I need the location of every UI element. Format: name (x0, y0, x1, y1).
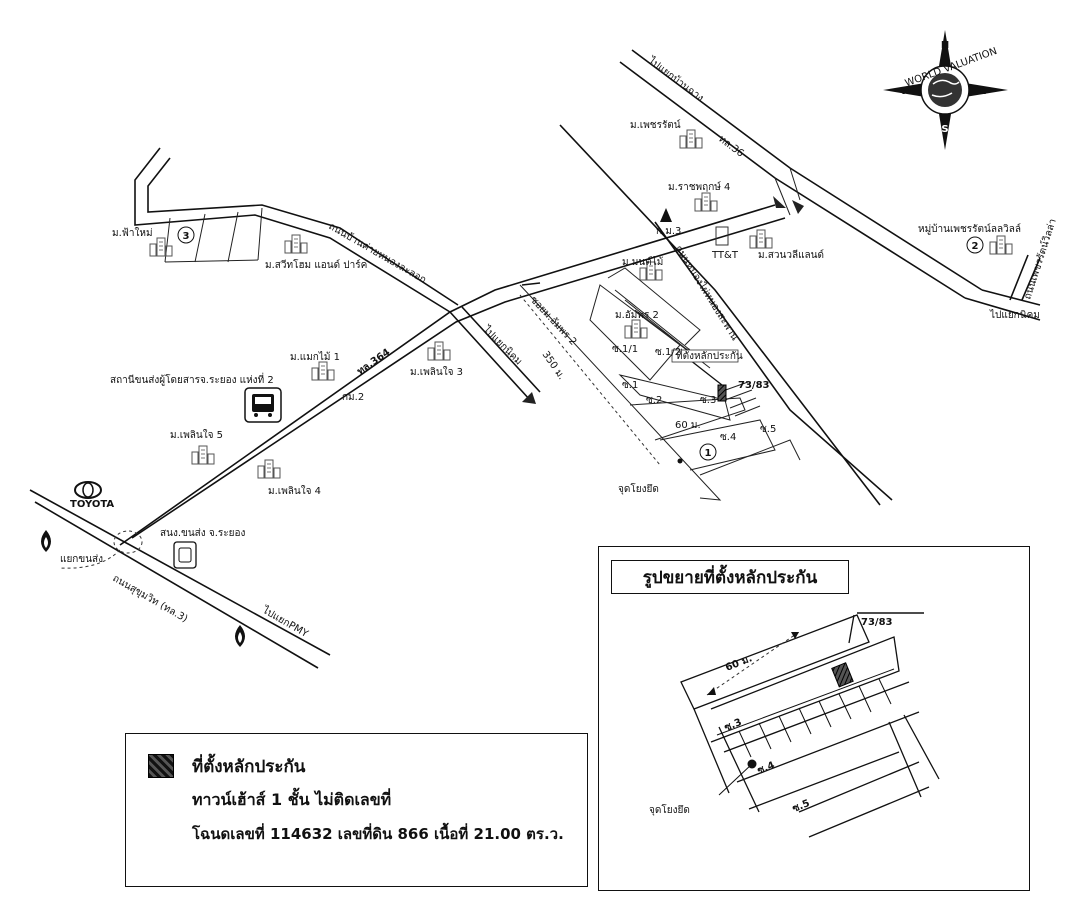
place-sweet-home: ม.สวีทโฮม แอนด์ ปาร์ค (265, 234, 367, 271)
place-phloen-jai5: ม.เพลินใจ 5 (170, 429, 223, 465)
distance-60-label: 60 ม. (675, 420, 701, 431)
inset-soi4-label: ซ.4 (756, 760, 776, 777)
khon-song-office: สนง.ขนส่ง จ.ระยอง (160, 528, 245, 569)
inset-soi5-label: ซ.5 (791, 798, 811, 815)
route-36-label: ทล.36 (716, 134, 745, 160)
route-36 (619, 49, 1041, 321)
marker-1-label: 1 (705, 448, 712, 459)
place-phloen-jai4: ม.เพลินใจ 4 (257, 459, 321, 497)
toyota-label: TOYOTA (70, 499, 114, 510)
to-nikhom-label-3: ไปแยกนิคม (989, 309, 1040, 321)
soi1-label: ซ.1 (622, 380, 638, 391)
km3-label: ก.ม.3 (656, 226, 681, 237)
route-364-label: ทล.364 (355, 347, 392, 377)
inset-dist-label: 60 ม. (724, 653, 754, 674)
bus-station-label: สถานีขนส่งผู้โดยสารจ.ระยอง แห่งที่ 2 (110, 372, 274, 386)
to-pmy-label: ไปแยกPMY (260, 604, 311, 641)
legend-line-1: ที่ตั้งหลักประกัน (192, 757, 306, 777)
callout-label: ที่ตั้งหลักประกัน (676, 348, 743, 362)
fah-mai-label: ม.ฟ้าใหม่ (112, 227, 153, 239)
anchor-label: จุดโยงยึด (618, 482, 659, 495)
soi11-label: ซ.1/1 (612, 344, 638, 355)
distance-line-350 (519, 294, 661, 466)
inset-collateral-marker (831, 662, 854, 688)
place-phetcharat: ม.เพชรรัตน์ (630, 119, 703, 149)
compass-rose-icon: N E S W WORLD VALUATION (883, 30, 1008, 150)
place-ban-phetcharat: หมู่บ้านเพชรรัตน์ลลวิลล์ 2 (918, 223, 1021, 255)
collateral-marker (717, 384, 727, 402)
legend-box: ที่ตั้งหลักประกัน ทาวน์เฮ้าส์ 1 ชั้น ไม่… (125, 733, 588, 887)
soi3-label: ซ.3 (700, 395, 716, 406)
suan-wali-label: ม.สวนวลีแลนด์ (758, 249, 824, 261)
subdivision-block (589, 267, 801, 476)
inset-map: รูปขยายที่ตั้งหลักประกัน 73/83 60 ม. ซ.3… (598, 546, 1030, 891)
compass-s: S (941, 124, 948, 135)
sukhumvit-label: ถนนสุขุมวิท (ทล.3) (111, 573, 190, 625)
bus-station: สถานีขนส่งผู้โดยสารจ.ระยอง แห่งที่ 2 (110, 372, 282, 423)
place-tt-t: TT&T (711, 226, 739, 261)
toyota-logo: TOYOTA (70, 481, 114, 510)
marker-3-label: 3 (183, 231, 190, 242)
compass-n: N (941, 40, 949, 51)
inset-target-no: 73/83 (861, 617, 893, 628)
marker-1 (699, 443, 717, 461)
yaek-khon-song-label: แยกขนส่ง (60, 554, 103, 565)
to-nikhom-label-1: ไปแยกนิคม (480, 323, 524, 367)
ampon2-label: ม.อัมพร 2 (615, 310, 659, 321)
route-364 (119, 204, 786, 546)
inset-anchor-label: จุดโยงยึด (649, 803, 690, 816)
fah-mai-lots (164, 207, 263, 263)
legend-line-3: โฉนดเลขที่ 114632 เลขที่ดิน 866 เนื้อที่… (192, 825, 564, 843)
ban-khai-road (134, 147, 541, 404)
tt-t-label: TT&T (711, 250, 739, 261)
to-ban-chang-label: ไปแยกบ้านฉาง (645, 54, 706, 104)
phloen-jai4-label: ม.เพลินใจ 4 (268, 485, 321, 497)
legend-line-2: ทาวน์เฮ้าส์ 1 ชั้น ไม่ติดเลขที่ (192, 790, 392, 809)
temple-km3-icon: ก.ม.3 (656, 208, 681, 237)
marker-2-label: 2 (972, 241, 979, 252)
place-amnuaimai: ม.มนต์ไม้ (622, 256, 663, 281)
mae-mai1-label: ม.แมกไม้ 1 (290, 351, 340, 363)
phetcharat-label: ม.เพชรรัตน์ (630, 119, 681, 131)
target-no-label: 73/83 (738, 380, 770, 391)
place-suan-wali: ม.สวนวลีแลนด์ (749, 229, 824, 261)
collateral-swatch-icon (148, 754, 174, 778)
anchor-point-icon (677, 458, 683, 464)
place-mae-mai1: ม.แมกไม้ 1 (290, 351, 340, 381)
nong-phai-road (519, 124, 893, 506)
ptt-logo-icon-2 (235, 625, 245, 647)
soi12-label: ซ.1/2 (655, 347, 681, 358)
place-ampon2: ม.อัมพร 2 (615, 310, 659, 339)
soi5-label: ซ.5 (760, 424, 776, 435)
inset-title: รูปขยายที่ตั้งหลักประกัน (611, 560, 849, 594)
place-ratchaphruek: ม.ราชพฤกษ์ 4 (668, 181, 730, 212)
inset-drawing: 73/83 60 ม. ซ.3 ซ.4 ซ.5 จุดโยงยึด (649, 612, 940, 838)
ptt-logo-icon-1 (41, 530, 51, 552)
amnuaimai-label: ม.มนต์ไม้ (622, 256, 663, 268)
place-phloen-jai3: ม.เพลินใจ 3 (410, 341, 463, 378)
sweet-home-label: ม.สวีทโฮม แอนด์ ปาร์ค (265, 258, 367, 271)
compass-w: W (900, 86, 911, 97)
ratchaphruek-label: ม.ราชพฤกษ์ 4 (668, 181, 730, 193)
soi2-label: ซ.2 (646, 395, 662, 406)
phloen-jai3-label: ม.เพลินใจ 3 (410, 366, 463, 378)
compass-e: E (980, 86, 987, 97)
km2-label: กม.2 (342, 392, 364, 403)
ban-khai-road-label: ถนนบ้านค่ายหนองละลอก (327, 220, 429, 286)
distance-350-label: 350 ม. (540, 349, 567, 382)
sukhumvit-road (29, 489, 331, 669)
soi4-label: ซ.4 (720, 432, 736, 443)
soi-ampon-label: ซอยม.อัมพร 2 (528, 295, 579, 348)
khon-song-label: สนง.ขนส่ง จ.ระยอง (160, 528, 245, 539)
phloen-jai5-label: ม.เพลินใจ 5 (170, 429, 223, 441)
ban-phetcharat-label: หมู่บ้านเพชรรัตน์ลลวิลล์ (918, 223, 1021, 235)
callout-box (671, 349, 739, 363)
place-fah-mai: ม.ฟ้าใหม่ 3 (112, 226, 195, 257)
car-icon (178, 547, 192, 563)
